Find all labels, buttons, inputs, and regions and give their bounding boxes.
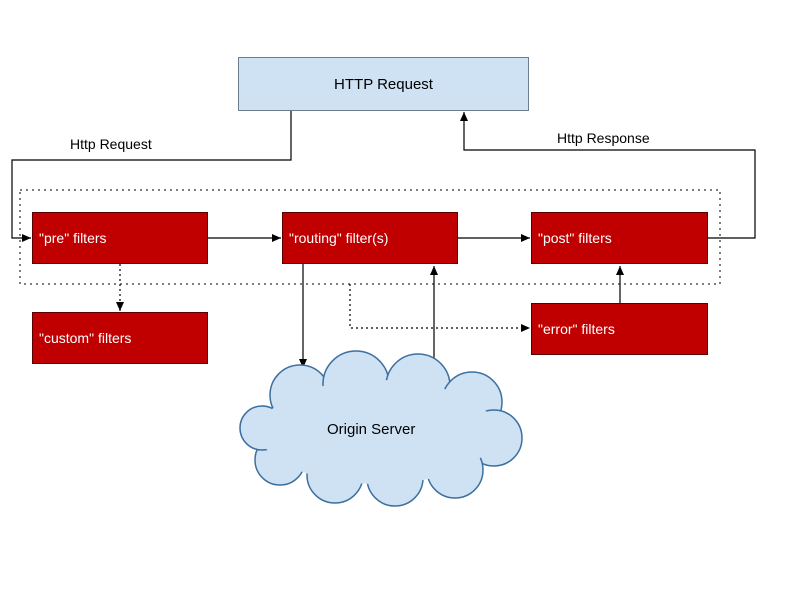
routing-filters-box: "routing" filter(s) (282, 212, 458, 264)
http-request-label: HTTP Request (334, 75, 433, 93)
request-connector (11, 110, 292, 242)
post-filters-label: "post" filters (538, 230, 612, 246)
post-filters-box: "post" filters (531, 212, 708, 264)
routing-to-error-connector (349, 284, 530, 332)
filter-chain-boundary (19, 189, 721, 285)
response-connector (460, 112, 756, 239)
error-filters-label: "error" filters (538, 321, 615, 337)
http-request-edge-label: Http Request (70, 136, 152, 152)
origin-server-label: Origin Server (327, 421, 416, 438)
error-filters-box: "error" filters (531, 303, 708, 355)
routing-filters-label: "routing" filter(s) (289, 230, 389, 246)
http-request-box: HTTP Request (238, 57, 529, 111)
custom-filters-box: "custom" filters (32, 312, 208, 364)
origin-server-cloud (239, 350, 523, 507)
custom-filters-label: "custom" filters (39, 330, 132, 346)
http-response-edge-label: Http Response (557, 130, 650, 146)
pre-filters-box: "pre" filters (32, 212, 208, 264)
pre-filters-label: "pre" filters (39, 230, 107, 246)
